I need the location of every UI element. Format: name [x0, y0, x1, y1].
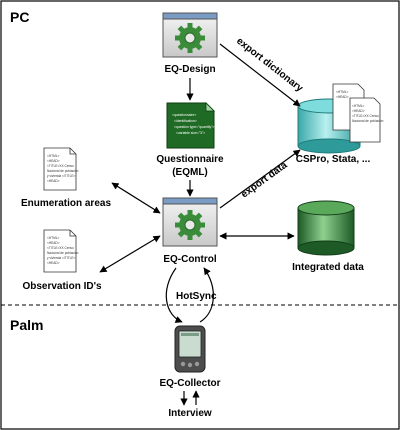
- observation-doc-line-3: <TITLE>XX Censo: [47, 246, 74, 250]
- arrow-export-dictionary: [219, 43, 301, 107]
- export-dictionary-label: export dictionary: [234, 36, 305, 95]
- arrow-hotsync-up: [199, 267, 214, 323]
- eq-design-label: EQ-Design: [164, 64, 215, 75]
- cspro-doc-2-line-3: <TITLE>XX Censo: [352, 114, 379, 118]
- questionnaire-line-3: <question type="quantity">: [174, 125, 214, 129]
- cspro-doc-2-line-1: <HTML>: [352, 104, 365, 108]
- gear-icon: [175, 23, 205, 53]
- cspro-doc-1-line-1: <HTML>: [336, 90, 349, 94]
- questionnaire-line-1: <questionnaire>: [172, 113, 196, 117]
- observation-doc-line-2: <HEAD>: [47, 241, 60, 245]
- integrated-label: Integrated data: [292, 262, 364, 273]
- questionnaire-line-4: <variable size="3">: [176, 131, 205, 135]
- cspro-label: CSPro, Stata, ...: [296, 154, 371, 165]
- observation-document-icon: <HTML> <HEAD> <TITLE>XX Censo Nacional d…: [43, 229, 79, 273]
- arrow-hotsync-down: [165, 267, 183, 323]
- observation-doc-line-4: Nacional de poblacion: [47, 251, 79, 255]
- enumeration-doc-line-2: <HEAD>: [47, 159, 60, 163]
- hotsync-label: HotSync: [176, 291, 217, 302]
- enumeration-doc-line-6: <HEAD>: [47, 179, 60, 183]
- eq-control-window-icon: [162, 197, 218, 247]
- questionnaire-label: Questionnaire: [156, 154, 224, 165]
- observation-label: Observation ID's: [22, 281, 102, 292]
- cspro-document-icon-2: <HTML> <HEAD> <TITLE>XX Censo Nacional d…: [349, 97, 384, 143]
- enumeration-doc-line-1: <HTML>: [47, 154, 60, 158]
- eq-control-label: EQ-Control: [163, 254, 217, 265]
- section-pc-label: PC: [10, 9, 29, 25]
- interview-label: Interview: [168, 408, 212, 419]
- observation-doc-line-6: <HEAD>: [47, 261, 60, 265]
- questionnaire-document-icon: <questionnaire> <identification> <questi…: [166, 102, 215, 149]
- enumeration-doc-line-4: Nacional de poblacion: [47, 169, 79, 173]
- arrow-observation-control: [99, 235, 161, 273]
- arrow-enumeration-control: [111, 182, 161, 214]
- observation-doc-line-1: <HTML>: [47, 236, 60, 240]
- palm-device-icon: [174, 325, 206, 373]
- enumeration-document-icon: <HTML> <HEAD> <TITLE>XX Censo Nacional d…: [43, 147, 79, 191]
- enumeration-doc-line-3: <TITLE>XX Censo: [47, 164, 74, 168]
- cspro-doc-1-line-2: <HEAD>: [336, 95, 349, 99]
- cspro-doc-2-line-4: Nacional de poblacion: [352, 119, 384, 123]
- cspro-doc-2-line-2: <HEAD>: [352, 109, 365, 113]
- section-palm-label: Palm: [10, 317, 43, 333]
- export-data-label: export data: [239, 160, 289, 201]
- questionnaire-line-2: <identification>: [174, 119, 197, 123]
- arrow-export-data: [219, 149, 301, 209]
- enumeration-label: Enumeration areas: [21, 198, 111, 209]
- enumeration-doc-line-5: y vivienda </TITLE>: [47, 174, 75, 178]
- gear-icon: [175, 210, 205, 240]
- eq-collector-label: EQ-Collector: [159, 378, 220, 389]
- eq-design-window-icon: [162, 12, 218, 58]
- questionnaire-sublabel: (EQML): [172, 167, 208, 178]
- integrated-database-icon: [297, 200, 355, 256]
- observation-doc-line-5: y vivienda </TITLE>: [47, 256, 75, 260]
